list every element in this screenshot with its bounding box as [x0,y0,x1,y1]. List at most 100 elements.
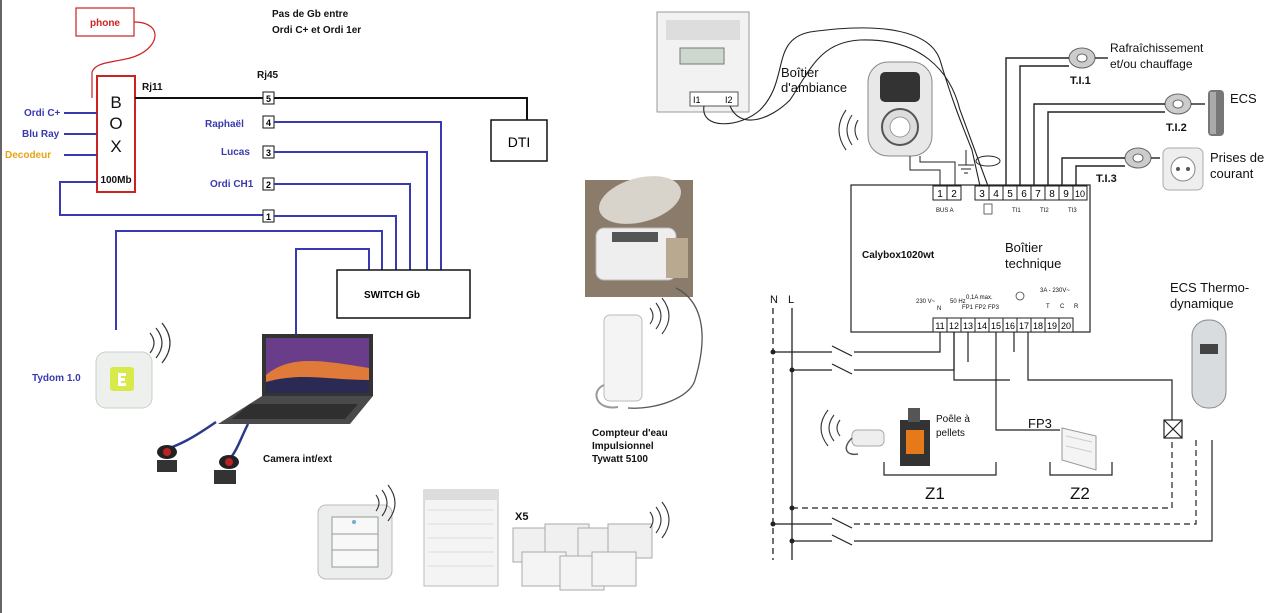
z2-bracket [1049,462,1113,476]
prises-line2: courant [1210,166,1254,181]
ground-symbol [958,150,974,174]
camera-icons [157,420,250,484]
port-3-label: 3 [266,148,271,158]
ambiance-line2: d'ambiance [781,80,847,95]
ecs-thermo-line2: dynamique [1170,296,1234,311]
volt-label: 230 V~ [916,299,936,305]
box-dti-cable [135,97,528,120]
phone-label: phone [90,18,120,29]
poele-line1: Poêle à [936,414,970,425]
rafr-line2: et/ou chauffage [1110,57,1193,71]
ti2-short: TI2 [1040,208,1049,214]
terminal-label-11: 11 [935,321,944,331]
ecs-boiler-icon [1208,90,1224,136]
ti1-short: TI1 [1012,208,1021,214]
terminal-label-3: 3 [979,189,985,200]
ecs-relay-wiring [792,332,1213,542]
ecs-label: ECS [1230,91,1257,106]
laptop-icon [218,334,373,424]
pilot-wires [953,332,1060,431]
calybox-label: Calybox1020wt [862,250,935,261]
decodeur-label: Decodeur [5,150,51,161]
l-label: L [788,294,794,306]
raphael-label: Raphaël [205,119,244,130]
fp3-small: FP3 [988,305,1000,311]
fp2-small: FP2 [975,305,987,311]
port-5 [262,91,275,105]
terminal-label-13: 13 [963,321,973,331]
terminal-label-2: 2 [951,189,957,200]
terminal-10 [1072,185,1088,201]
switch-label: SWITCH Gb [364,290,420,301]
port-4-label: 4 [266,118,271,128]
meter-to-box-wire-2 [729,39,989,187]
prises-line1: Prises de [1210,150,1264,165]
dti-box [490,119,548,162]
ordi-cplus-label: Ordi C+ [24,108,61,119]
ordi-ch1-label: Ordi CH1 [210,179,254,190]
rafr-line1: Rafraîchissement [1110,41,1204,55]
terminal-label-15: 15 [991,321,1001,331]
bluray-label: Blu Ray [22,129,60,140]
tywatt-sensor-icon [595,297,670,409]
lucas-label: Lucas [221,147,250,158]
patch-ports: 5 4 3 2 1 [262,91,275,223]
compteur-line3: Tywatt 5100 [592,454,648,465]
switch-cables [115,121,442,335]
ti2-label: T.I.2 [1166,122,1187,134]
box-letter-o: O [109,114,122,133]
compteur-line2: Impulsionnel [592,441,654,452]
terminal-label-4: 4 [993,189,999,200]
gb-note-line2: Ordi C+ et Ordi 1er [272,25,361,36]
technical-box [850,184,1091,333]
internet-box [96,75,136,193]
terminal-label-14: 14 [977,321,987,331]
heat-pump-boiler-icon [1191,319,1227,409]
ferrite-ring [975,155,1001,167]
n-label: N [770,294,778,306]
port-5-label: 5 [266,94,271,104]
dti-label: DTI [508,134,531,150]
terminal-label-17: 17 [1019,321,1029,331]
wifi-waves-icon [149,322,171,364]
meter-i2: I2 [725,95,733,105]
bus-a-label: BUS A [936,208,954,214]
z1-bracket [883,462,997,476]
terminal-label-18: 18 [1033,321,1043,331]
breakers [773,332,955,546]
r-label: R [1074,304,1079,310]
camera-label: Camera int/ext [263,454,333,465]
meter-symbol-small [983,203,993,215]
terminal-label-1: 1 [937,189,943,200]
c-label: C [1060,304,1065,310]
bus-junctions [770,349,795,544]
ti3-short: TI3 [1068,208,1077,214]
terminal-label-6: 6 [1021,189,1027,200]
rj45-label: Rj45 [257,70,279,81]
terminal-label-7: 7 [1035,189,1041,200]
tech-line1: Boîtier [1005,240,1043,255]
relay-symbol [1015,291,1025,301]
micro-modules-icon [512,501,670,591]
t-label: T [1046,304,1050,310]
box-letter-b: B [110,93,121,112]
fp-max-label: 0,1A max. [966,295,993,301]
radiator-icon [1061,427,1097,471]
thermostat-icon [838,61,933,157]
z1-label: Z1 [925,484,945,503]
outlet-icon [1162,147,1204,191]
switch-wall-icon [317,484,396,580]
terminal-label-5: 5 [1007,189,1013,200]
tech-line2: technique [1005,256,1061,271]
meter-sensor-cable [627,287,703,409]
ti1-label: T.I.1 [1070,75,1091,87]
roller-shutter-icon [423,489,499,587]
amp-label: 3A - 230V~ [1040,288,1070,294]
z2-label: Z2 [1070,484,1090,503]
tydom-label: Tydom 1.0 [32,373,81,384]
fp1-small: FP1 [962,305,974,311]
n-small: N [937,306,941,312]
terminal-label-16: 16 [1005,321,1015,331]
